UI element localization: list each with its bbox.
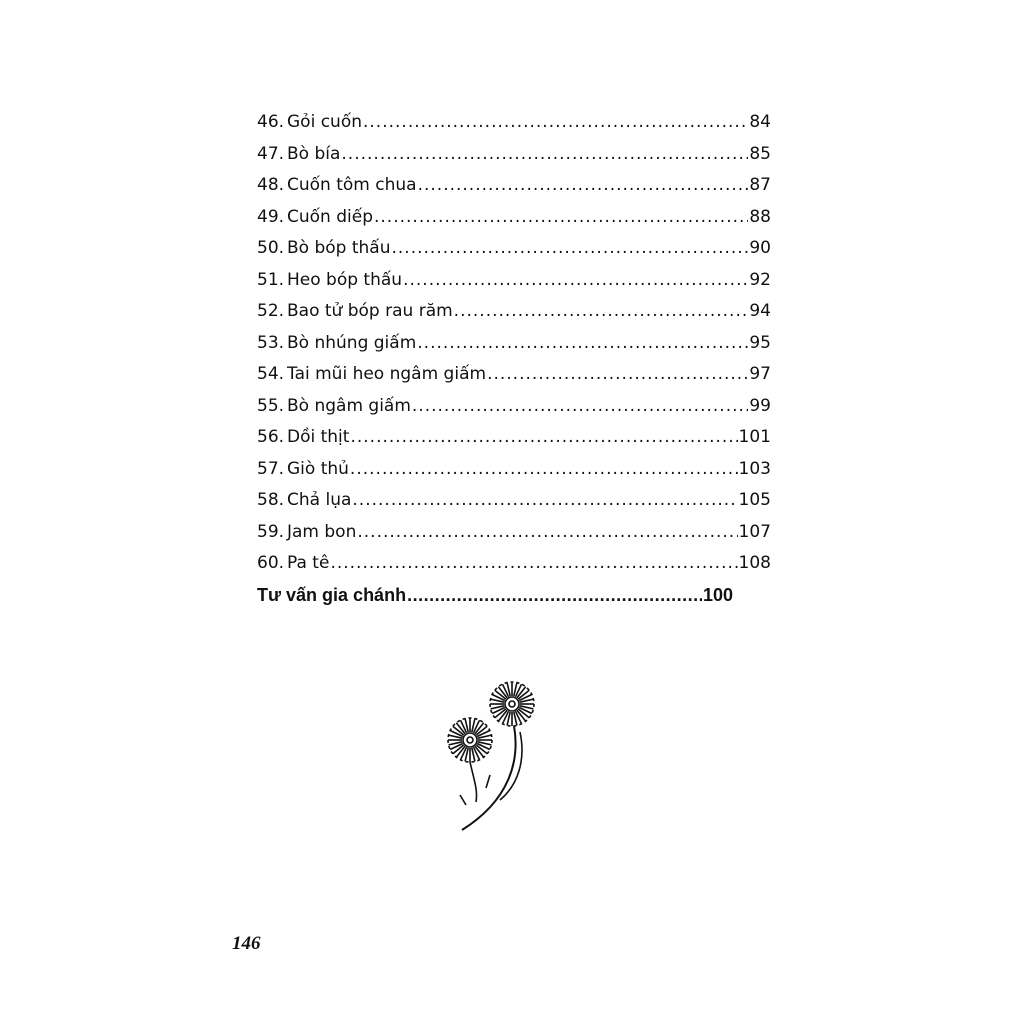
toc-entry: 54. Tai mũi heo ngâm giấm 97: [257, 364, 771, 396]
entry-title: Dồi thịt: [287, 427, 350, 447]
entry-title: Chả lụa: [287, 490, 352, 510]
entry-page: 84: [749, 112, 771, 132]
section-title: Tư vấn gia chánh: [257, 584, 407, 605]
flower-head-right: [489, 681, 535, 727]
dot-leader: [407, 585, 702, 606]
entry-title: Tai mũi heo ngâm giấm: [287, 364, 487, 384]
toc-entry: 58. Chả lụa 105: [257, 490, 771, 522]
section-page: 100: [702, 584, 733, 605]
entry-page: 92: [749, 269, 771, 290]
stem: [461, 725, 517, 831]
entry-number: 49.: [257, 206, 285, 227]
entry-page: 103: [738, 458, 771, 479]
entry-title: Bò ngâm giấm: [287, 395, 411, 416]
entry-page: 97: [749, 364, 771, 384]
entry-number: 54.: [257, 364, 285, 384]
dot-leader: [392, 238, 749, 258]
entry-number: 48.: [257, 175, 285, 195]
entry-title: Bò bóp thấu: [287, 238, 391, 258]
toc-entry: 59. Jam bon 107: [257, 522, 771, 554]
dot-leader: [417, 333, 748, 353]
entry-number: 46.: [257, 112, 285, 132]
flower-head-left: [447, 717, 493, 763]
entry-page: 99: [749, 395, 771, 416]
toc-entry: 49. Cuốn diếp 88: [257, 207, 771, 239]
entry-page: 87: [749, 175, 771, 195]
dot-leader: [412, 396, 748, 416]
toc-entry: 46. Gỏi cuốn 84: [257, 112, 771, 144]
toc-entry: 52. Bao tử bóp rau răm 94: [257, 301, 771, 333]
toc-entry: 47. Bò bía 85: [257, 144, 771, 176]
dot-leader: [352, 490, 737, 510]
entry-page: 105: [738, 490, 771, 510]
entry-title: Pa tê: [287, 553, 330, 573]
entry-number: 60.: [257, 553, 285, 573]
entry-number: 47.: [257, 143, 285, 164]
entry-title: Cuốn diếp: [287, 206, 373, 227]
dot-leader: [418, 175, 749, 195]
entry-title: Bao tử bóp rau răm: [287, 301, 453, 321]
toc-entry: 60. Pa tê 108: [257, 553, 771, 585]
entry-page: 95: [749, 332, 771, 353]
flower-illustration: [447, 681, 535, 831]
entry-title: Gỏi cuốn: [287, 112, 362, 132]
page-number: 146: [232, 933, 261, 954]
entry-number: 53.: [257, 332, 285, 353]
entry-number: 56.: [257, 427, 285, 447]
dot-leader: [330, 553, 737, 573]
toc-section-entry: Tư vấn gia chánh 100: [257, 585, 733, 617]
entry-number: 51.: [257, 269, 285, 290]
dot-leader: [487, 364, 748, 384]
entry-page: 88: [749, 206, 771, 227]
entry-page: 107: [738, 521, 771, 542]
entry-number: 59.: [257, 521, 285, 542]
entry-number: 55.: [257, 395, 285, 416]
dot-leader: [363, 112, 748, 132]
entry-page: 108: [738, 553, 771, 573]
toc-entry: 50. Bò bóp thấu 90: [257, 238, 771, 270]
dot-leader: [341, 144, 748, 164]
entry-title: Jam bon: [287, 521, 357, 542]
entry-title: Cuốn tôm chua: [287, 175, 417, 195]
entry-title: Bò bía: [287, 143, 341, 164]
entry-page: 94: [749, 301, 771, 321]
dot-leader: [357, 522, 737, 542]
dot-leader: [350, 427, 737, 447]
entry-page: 85: [749, 143, 771, 164]
toc-entry: 48. Cuốn tôm chua 87: [257, 175, 771, 207]
entry-page: 101: [738, 427, 771, 447]
entry-title: Giò thủ: [287, 458, 349, 479]
toc-entry: 53. Bò nhúng giấm 95: [257, 333, 771, 365]
entry-number: 50.: [257, 238, 285, 258]
dot-leader: [403, 270, 748, 290]
toc-entry: 55. Bò ngâm giấm 99: [257, 396, 771, 428]
toc-entry: 56. Dồi thịt 101: [257, 427, 771, 459]
toc-entry: 51. Heo bóp thấu 92: [257, 270, 771, 302]
entry-title: Heo bóp thấu: [287, 269, 403, 290]
entry-number: 58.: [257, 490, 285, 510]
entry-number: 52.: [257, 301, 285, 321]
entry-number: 57.: [257, 458, 285, 479]
toc-entry: 57. Giò thủ 103: [257, 459, 771, 491]
dot-leader: [350, 459, 738, 479]
entry-page: 90: [749, 238, 771, 258]
dot-leader: [374, 207, 748, 227]
dot-leader: [454, 301, 749, 321]
entry-title: Bò nhúng giấm: [287, 332, 417, 353]
